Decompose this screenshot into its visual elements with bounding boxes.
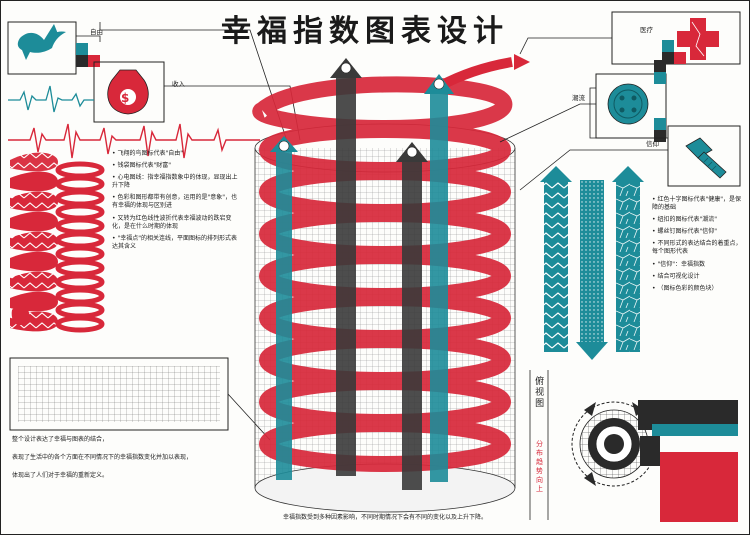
label-income: 收入 — [172, 80, 185, 88]
right-note: 纽扣的图标代表"潮流" — [652, 216, 746, 224]
teal-chevron-up-arrow — [540, 166, 572, 352]
right-note: （图标色彩的颜色块） — [652, 285, 746, 293]
label-fashion: 潮流 — [572, 94, 585, 102]
left-red-spiral — [10, 152, 58, 332]
dollar-sign: $ — [121, 91, 130, 105]
left-note: 钱袋图标代表"财富" — [112, 162, 242, 170]
teal-cracked-up-arrow — [612, 166, 644, 352]
bottom-left-line: 体现出了人们对于幸福的重新定义。 — [12, 472, 109, 480]
label-faith: 信仰 — [646, 140, 659, 148]
left-notes: 飞翔的鸟图标代表"自由" 钱袋图标代表"财富" 心电图线：指幸福指数象中的体现，… — [112, 150, 242, 255]
freedom-connector-dark — [76, 55, 88, 67]
faith-icon-box — [667, 125, 741, 187]
left-note: 心电图线：指幸福指数象中的体现，显现出上升下降 — [112, 174, 242, 190]
red-heartbeat-line — [8, 123, 260, 159]
right-note: 不同形式的表达结合的着重点，每个图形代表 — [652, 240, 746, 256]
bottom-left-text: 整个设计表达了幸福与图表的结合， 表现了生活中的各个方面在不同情况下的幸福指数变… — [12, 436, 244, 480]
bottom-left-line: 表现了生活中的各个方面在不同情况下的幸福指数变化并加以表现， — [12, 454, 193, 462]
top-view-sublabel: 分布趋势向上 — [535, 440, 544, 494]
pillar-marker-cross — [433, 78, 445, 90]
helix-arrow-tail — [437, 57, 513, 91]
right-notes: 红色十字图标代表"健康"，是保障的基础 纽扣的图标代表"潮流" 螺丝钉图标代表"… — [652, 196, 746, 297]
page-title: 幸福指数图表设计 — [221, 14, 509, 49]
teal-heartbeat-line — [8, 85, 94, 113]
bottom-left-line: 整个设计表达了幸福与图表的结合， — [12, 436, 109, 443]
bird-icon — [17, 24, 66, 60]
income-icon-box — [93, 61, 165, 123]
freedom-connector-teal — [76, 43, 88, 55]
label-medical: 医疗 — [640, 26, 653, 34]
pillar-marker-button — [278, 140, 290, 152]
right-note: "信仰"：幸福指数 — [652, 261, 746, 269]
bottom-center-caption: 幸福指数受到多种因素影响，不同时期情况下会有不同的变化以及上升下降。 — [282, 514, 487, 521]
left-note: 又转为红色线性波折代表幸福波动的跌宕变化，是在什么时期的体现 — [112, 215, 242, 231]
right-note: 螺丝钉图标代表"信仰" — [652, 228, 746, 236]
right-note: 红色十字图标代表"健康"，是保障的基础 — [652, 196, 746, 212]
left-note: 色彩和图形都带有创意，运用的是"意象"，也有幸福的体现与区别进 — [112, 194, 242, 210]
clothing-button-icon — [607, 83, 649, 125]
helix-arrow-head — [514, 54, 530, 70]
left-note: 飞翔的鸟图标代表"自由" — [112, 150, 242, 158]
pillar-marker-bird — [340, 62, 352, 74]
red-helix — [252, 76, 513, 472]
red-coil-spring — [55, 161, 105, 333]
pillar-marker-money — [406, 146, 418, 158]
teal-dotted-down-arrow — [576, 180, 608, 360]
teal-pillars — [270, 74, 454, 482]
screw-bolt-icon — [685, 137, 727, 179]
red-cross-icon — [677, 18, 719, 60]
left-note: "幸福点"的相关连线，平面图标的排列形式表达其含义 — [112, 235, 242, 251]
money-bag-icon — [107, 69, 149, 115]
top-view-label: 俯视图 — [533, 376, 544, 409]
label-freedom: 自由 — [90, 28, 103, 36]
right-note: 结合可视化设计 — [652, 273, 746, 281]
top-view-red-block — [660, 452, 738, 522]
